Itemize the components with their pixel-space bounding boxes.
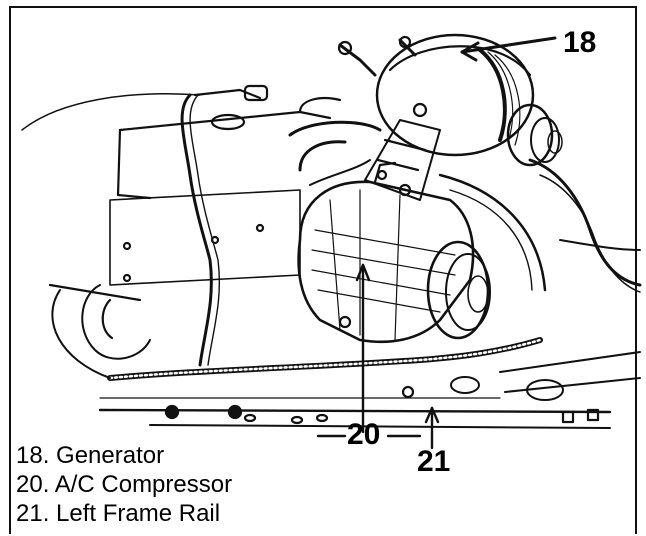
callout-frame-rail: 21 (417, 445, 451, 478)
legend-item-compressor: 20. A/C Compressor (16, 471, 233, 498)
legend-item-generator: 18. Generator (16, 442, 165, 469)
callout-generator: 18 (563, 26, 597, 59)
legend: 18. Generator 20. A/C Compressor 21. Lef… (16, 441, 232, 528)
legend-item-frame-rail: 21. Left Frame Rail (16, 500, 221, 527)
figure-border (9, 6, 637, 534)
callout-compressor: 20 (347, 418, 381, 451)
